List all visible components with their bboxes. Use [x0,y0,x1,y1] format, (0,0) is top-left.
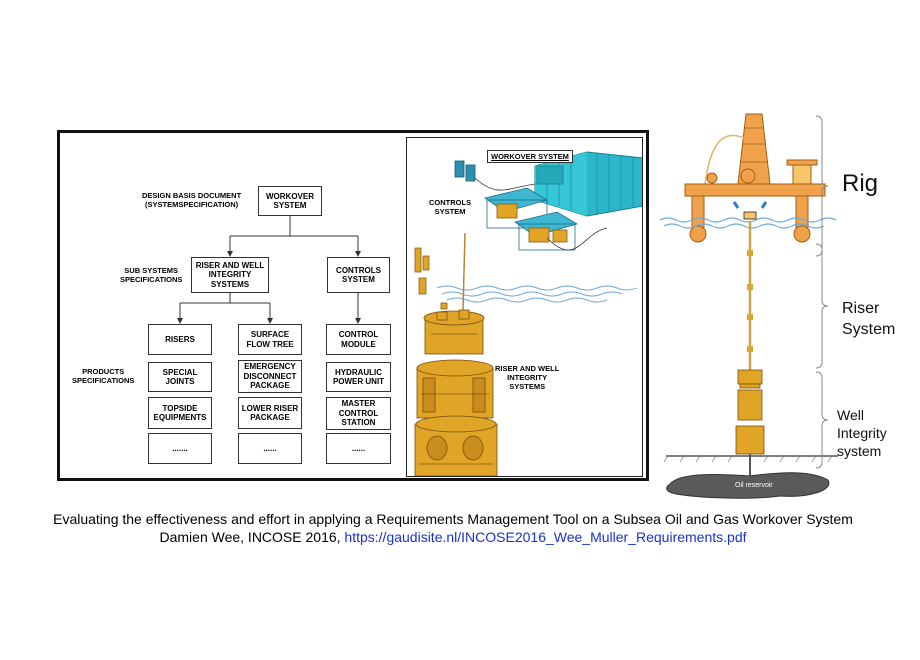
rig-label: Rig [842,170,879,197]
col2-more-node: ...... [238,433,302,464]
braces [815,115,829,469]
hydraulic-power-unit-node: HYDRAULIC POWER UNIT [326,362,391,392]
master-control-station-node: MASTER CONTROL STATION [326,397,391,430]
workover-system-label: WORKOVER SYSTEM [487,150,573,163]
rig-deck [684,183,826,197]
figure-frame: DESIGN BASIS DOCUMENT (SYSTEMSPECIFICATI… [57,130,649,481]
riser-well-systems-label: RISER AND WELL INTEGRITY SYSTEMS [495,364,560,391]
design-basis-label: DESIGN BASIS DOCUMENT (SYSTEMSPECIFICATI… [142,191,242,209]
workover-system-node: WORKOVER SYSTEM [258,186,322,216]
caption-line-2: Damien Wee, INCOSE 2016, https://gaudisi… [0,528,906,547]
container-units [534,151,642,217]
water-surface [436,285,638,303]
sea-surface [659,217,837,229]
emergency-disconnect-node: EMERGENCY DISCONNECT PACKAGE [238,360,302,393]
special-joints-node: SPECIAL JOINTS [148,362,212,392]
control-module-node: CONTROL MODULE [326,324,391,355]
col3-more-node: ...... [326,433,391,464]
controls-system-label: CONTROLS SYSTEM [429,198,472,216]
rig-diagram [659,113,838,499]
topside-equipments-node: TOPSIDE EQUIPMENTS [148,397,212,429]
tree-connectors [177,215,361,324]
lower-riser-package-node: LOWER RISER PACKAGE [238,397,302,429]
workover-illustration [414,151,642,476]
caption-author: Damien Wee, INCOSE 2016, [159,529,345,545]
paper-link[interactable]: https://gaudisite.nl/INCOSE2016_Wee_Mull… [344,529,747,545]
caption-line-1: Evaluating the effectiveness and effort … [53,511,853,527]
illustration-panel: WORKOVER SYSTEM CONTROLS SYSTEM RISER AN… [406,137,643,477]
riser-well-node: RISER AND WELL INTEGRITY SYSTEMS [191,257,269,293]
oil-reservoir-label: Oil reservoir [735,482,773,489]
oil-reservoir [666,472,830,499]
riser-tools [414,232,466,311]
products-label: PRODUCTS SPECIFICATIONS [72,367,135,385]
controls-system-node: CONTROLS SYSTEM [327,257,390,293]
risers-node: RISERS [148,324,212,355]
well-stack [735,369,765,455]
surface-flow-tree-node: SURFACE FLOW TREE [238,324,302,355]
riser-system-label: Riser System [842,300,896,338]
col1-more-node: ....... [148,433,212,464]
riser-package-stack [414,309,498,476]
well-integrity-label: Well Integrity system [837,407,887,459]
hydraulic-skids [484,187,578,251]
sub-systems-label: SUB SYSTEMS SPECIFICATIONS [120,266,183,284]
